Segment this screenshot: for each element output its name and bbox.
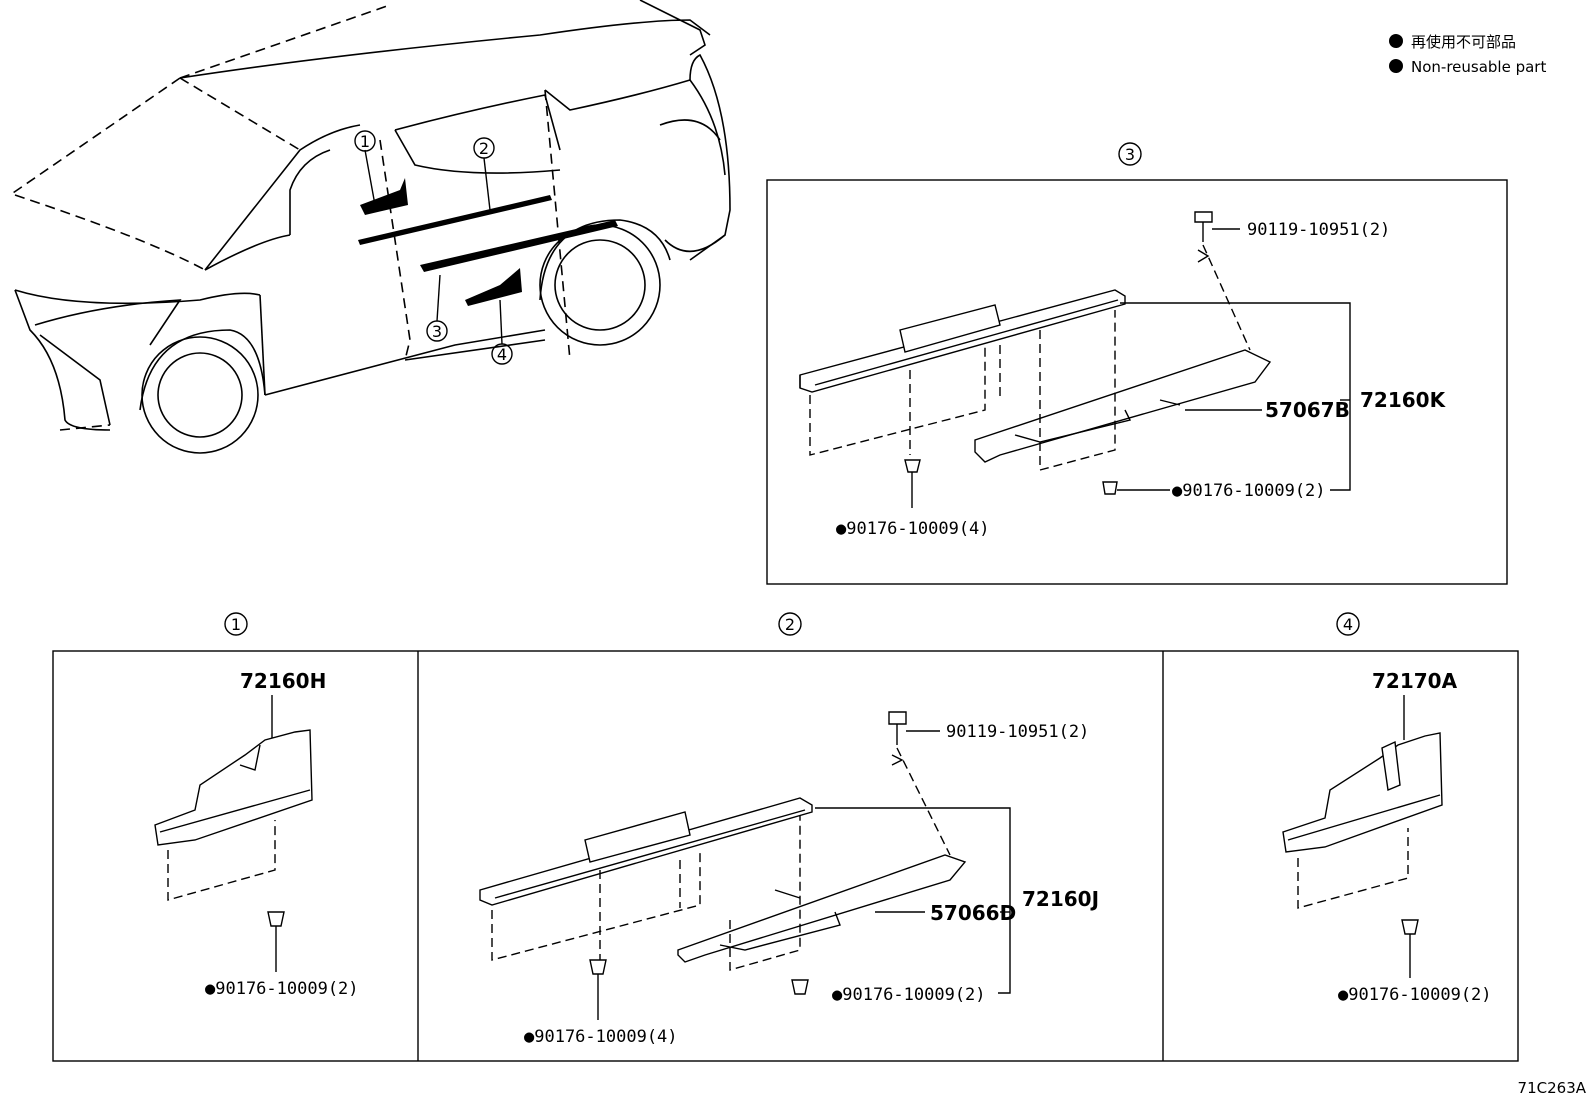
panel-1: 1 72160H ●90176-10009(2) [154,612,359,999]
svg-text:1: 1 [360,132,370,151]
part-72160K: 72160K [1360,388,1447,412]
panel-3: 3 90119-10951(2) ●90176-10009(2) ●90176-… [766,142,1508,585]
part-72170A: 72170A [1372,669,1458,693]
callout-2: 2 [473,137,495,159]
part-90119-10951: 90119-10951(2) [1247,220,1390,240]
legend-jp: 再使用不可部品 [1411,33,1516,51]
svg-text:2: 2 [479,139,489,158]
svg-text:3: 3 [432,322,442,341]
callout-4: 4 [491,343,513,365]
part-72160J: 72160J [1022,887,1099,911]
panel-4: 4 72170A ●90176-10009(2) [1282,612,1492,1005]
panel-2-clip-a-label: ●90176-10009(2) [832,985,986,1005]
panel-4-clip-label: ●90176-10009(2) [1338,985,1492,1005]
svg-text:3: 3 [1125,145,1135,164]
panel-2: 2 90119-10951(2) ●90176-10009(4) ●90176-… [479,612,1099,1047]
legend-en: Non-reusable part [1411,58,1546,76]
clip-a-label: ●90176-10009(2) [1172,481,1326,501]
figure-code: 71C263A [1518,1079,1587,1097]
svg-text:4: 4 [497,345,507,364]
panel-2-bolt-label: 90119-10951(2) [946,722,1089,742]
panel-2-clip-b-label: ●90176-10009(4) [524,1027,678,1047]
non-reusable-bullet-icon [1389,34,1403,48]
part-72160H: 72160H [240,669,326,693]
non-reusable-bullet-icon [1389,59,1403,73]
clip-b-label: ●90176-10009(4) [836,519,990,539]
callout-1: 1 [354,130,376,152]
panel-3-callout [1118,142,1142,166]
panel-1-callout [224,612,248,636]
panel-1-clip-label: ●90176-10009(2) [205,979,359,999]
legend: 再使用不可部品 Non-reusable part [1389,33,1546,76]
part-57066D: 57066D [930,901,1016,925]
vehicle-overview: 1 2 3 4 [9,0,731,454]
callout-3: 3 [426,320,448,342]
panel-2-callout [778,612,802,636]
panel-4-callout [1336,612,1360,636]
svg-text:1: 1 [231,615,241,634]
svg-text:4: 4 [1343,615,1353,634]
part-57067B: 57067B [1265,398,1350,422]
bottom-frame [52,650,1519,1062]
svg-text:2: 2 [785,615,795,634]
